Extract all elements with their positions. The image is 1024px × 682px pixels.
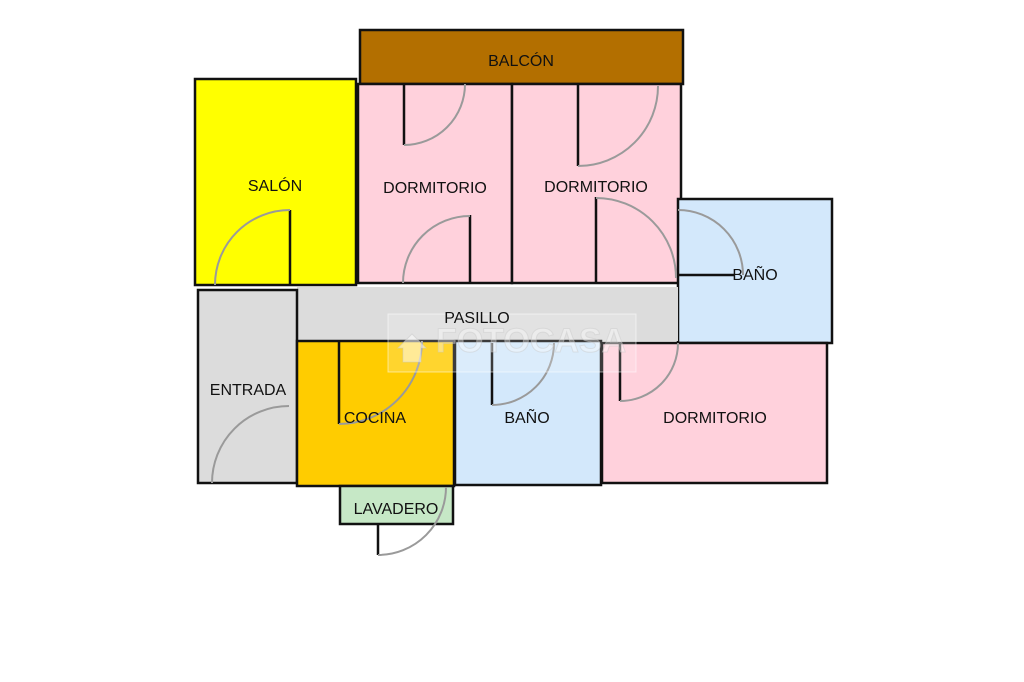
- label-lavadero: LAVADERO: [354, 501, 439, 518]
- label-cocina: COCINA: [344, 410, 407, 427]
- door-dormitorio-2: [595, 197, 677, 279]
- label-entrada: ENTRADA: [210, 382, 287, 399]
- door-bano-1: [677, 209, 744, 277]
- door-dormitorio-1: [402, 215, 471, 284]
- door-balcon-dormitorio-1: [402, 83, 466, 146]
- watermark-text: FOTOCASA: [436, 322, 626, 360]
- room-dormitorio-3: [600, 341, 829, 485]
- house-icon: [396, 333, 428, 363]
- label-pasillo: PASILLO: [444, 310, 510, 327]
- door-entrada: [211, 405, 290, 484]
- label-bano-1: BAÑO: [732, 264, 777, 284]
- room-bano-2: [453, 339, 603, 487]
- label-dormitorio-2: DORMITORIO: [544, 179, 648, 196]
- door-lavadero: [376, 486, 447, 556]
- room-balcon: [358, 28, 685, 86]
- door-bano-2: [490, 342, 555, 406]
- label-dormitorio-3: DORMITORIO: [663, 410, 767, 427]
- watermark: FOTOCASA: [387, 313, 637, 373]
- room-entrada: [196, 288, 299, 485]
- room-salon: [193, 77, 358, 287]
- door-balcon-dormitorio-2: [577, 85, 659, 167]
- room-lavadero: [338, 484, 455, 526]
- label-balcon: BALCÓN: [488, 51, 554, 70]
- door-salon: [214, 209, 292, 286]
- label-salon: SALÓN: [248, 176, 302, 195]
- room-dormitorio-1: [356, 82, 514, 285]
- label-bano-2: BAÑO: [504, 407, 549, 427]
- label-dormitorio-1: DORMITORIO: [383, 180, 487, 197]
